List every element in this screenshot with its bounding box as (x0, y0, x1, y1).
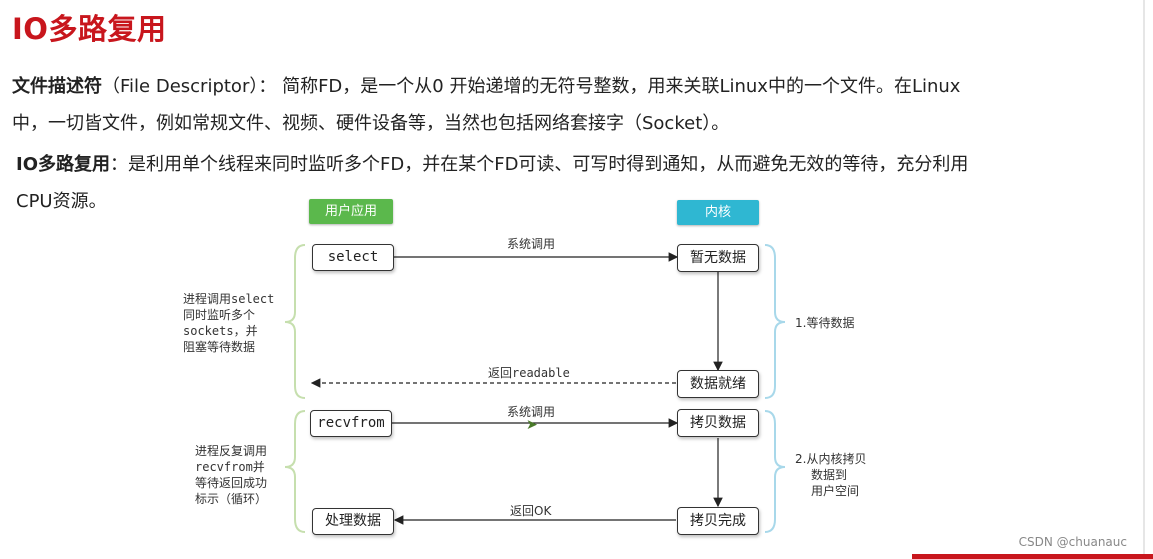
left-note-phase2: 进程反复调用 recvfrom并 等待返回成功 标示（循环） (195, 443, 267, 507)
no-data-box: 暂无数据 (677, 244, 759, 272)
data-ready-box: 数据就绪 (677, 370, 759, 398)
left-note1-line1: 进程调用select (183, 292, 275, 306)
select-box: select (312, 244, 394, 271)
page-title: IO多路复用 (12, 12, 167, 46)
left-note1-line4: 阻塞等待数据 (183, 340, 256, 354)
bottom-red-bar (912, 554, 1153, 559)
paragraph-io-multiplexing: IO多路复用：是利用单个线程来同时监听多个FD，并在某个FD可读、可写时得到通知… (16, 146, 1086, 220)
right-note2-line2: 数据到 (811, 468, 848, 482)
copy-data-box: 拷贝数据 (677, 409, 759, 437)
right-note2-line3: 用户空间 (811, 484, 860, 498)
paragraph2-line2: CPU资源。 (16, 191, 107, 212)
right-border (1143, 0, 1145, 559)
left-note2-line1: 进程反复调用 (195, 444, 268, 458)
left-note1-line3: sockets，并 (183, 324, 258, 338)
mouse-cursor-icon: ➤ (526, 417, 538, 433)
left-note2-line4: 标示（循环） (195, 492, 268, 506)
left-brace-phase2 (284, 410, 306, 533)
return-ok-label: 返回OK (510, 504, 552, 518)
handle-data-box: 处理数据 (312, 508, 394, 535)
paragraph-file-descriptor: 文件描述符（File Descriptor）： 简称FD，是一个从0 开始递增的… (12, 68, 1072, 142)
term-io-multiplexing: IO多路复用 (16, 154, 110, 175)
kernel-header: 内核 (677, 200, 759, 225)
left-note2-line2: recvfrom并 (195, 460, 265, 474)
copy-done-box: 拷贝完成 (677, 507, 759, 535)
left-note2-line3: 等待返回成功 (195, 476, 268, 490)
paragraph1-line2: 中，一切皆文件，例如常规文件、视频、硬件设备等，当然也包括网络套接字（Socke… (12, 113, 730, 134)
recvfrom-box: recvfrom (310, 410, 392, 437)
term-file-descriptor: 文件描述符 (12, 76, 102, 97)
left-note-phase1: 进程调用select 同时监听多个 sockets，并 阻塞等待数据 (183, 291, 274, 355)
left-note1-line2: 同时监听多个 (183, 308, 256, 322)
return-readable-label: 返回readable (488, 366, 570, 380)
syscall1-label: 系统调用 (507, 237, 556, 251)
right-brace-phase1 (764, 244, 786, 399)
right-note-phase1: 1.等待数据 (795, 316, 855, 330)
paragraph1-line1: （File Descriptor）： 简称FD，是一个从0 开始递增的无符号整数… (102, 76, 961, 97)
right-note2-line1: 2.从内核拷贝 (795, 452, 867, 466)
watermark: CSDN @chuanauc (1018, 535, 1127, 549)
right-brace-phase2 (764, 410, 786, 533)
syscall2-label: 系统调用 (507, 405, 556, 419)
user-app-header: 用户应用 (309, 199, 393, 224)
left-brace-phase1 (284, 244, 306, 399)
paragraph2-line1: ：是利用单个线程来同时监听多个FD，并在某个FD可读、可写时得到通知，从而避免无… (110, 154, 969, 175)
right-note-phase2: 2.从内核拷贝 数据到 用户空间 (795, 451, 866, 499)
